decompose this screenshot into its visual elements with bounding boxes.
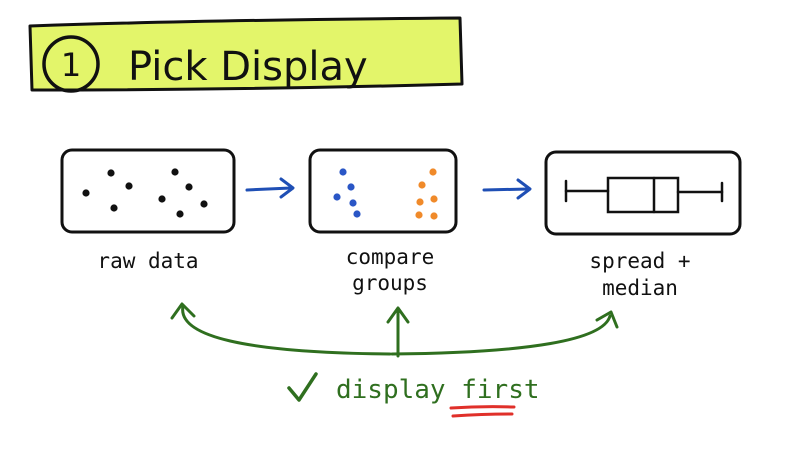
panel-raw-data bbox=[60, 148, 236, 234]
title-highlight bbox=[28, 16, 464, 92]
connector-right-curve bbox=[390, 314, 612, 356]
bottom-note-text: display first bbox=[336, 375, 540, 405]
panel-raw-data-frame bbox=[60, 148, 236, 234]
panel-spread-median bbox=[544, 150, 742, 236]
panel-spread-median-label-line1: spread + bbox=[589, 249, 690, 273]
bottom-note-word-display: display bbox=[336, 375, 446, 405]
panel-spread-median-frame bbox=[544, 150, 742, 236]
arrow-right-icon bbox=[245, 177, 295, 199]
page-title: Pick Display bbox=[128, 44, 368, 90]
arrow-up-icon bbox=[595, 310, 619, 329]
green-connector-arrows bbox=[170, 302, 619, 358]
panel-compare-groups-label-line1: compare bbox=[346, 245, 435, 269]
blue-group-dots-icon bbox=[333, 168, 361, 218]
title-banner: 1 Pick Display bbox=[28, 16, 464, 93]
panel-compare-groups bbox=[308, 148, 458, 234]
panel-compare-groups-frame bbox=[308, 148, 458, 234]
arrow-up-icon bbox=[386, 306, 410, 324]
arrow-right-icon bbox=[482, 178, 532, 200]
panel-compare-groups-label-line2: groups bbox=[352, 271, 428, 295]
panel-spread-median-label-line2: median bbox=[602, 276, 678, 300]
connector-left-curve bbox=[181, 304, 392, 356]
scatter-dots-icon bbox=[82, 168, 208, 218]
step-number: 1 bbox=[61, 46, 81, 84]
box-plot-icon bbox=[564, 176, 724, 214]
arrow-up-icon bbox=[170, 302, 196, 320]
bottom-note-word-first: first bbox=[461, 375, 539, 405]
panel-raw-data-label: raw data bbox=[97, 249, 198, 273]
bottom-note: display first bbox=[287, 372, 540, 418]
checkmark-icon bbox=[287, 372, 318, 402]
step-number-circle bbox=[42, 35, 100, 93]
double-underline bbox=[449, 405, 516, 418]
orange-group-dots-icon bbox=[415, 168, 438, 220]
